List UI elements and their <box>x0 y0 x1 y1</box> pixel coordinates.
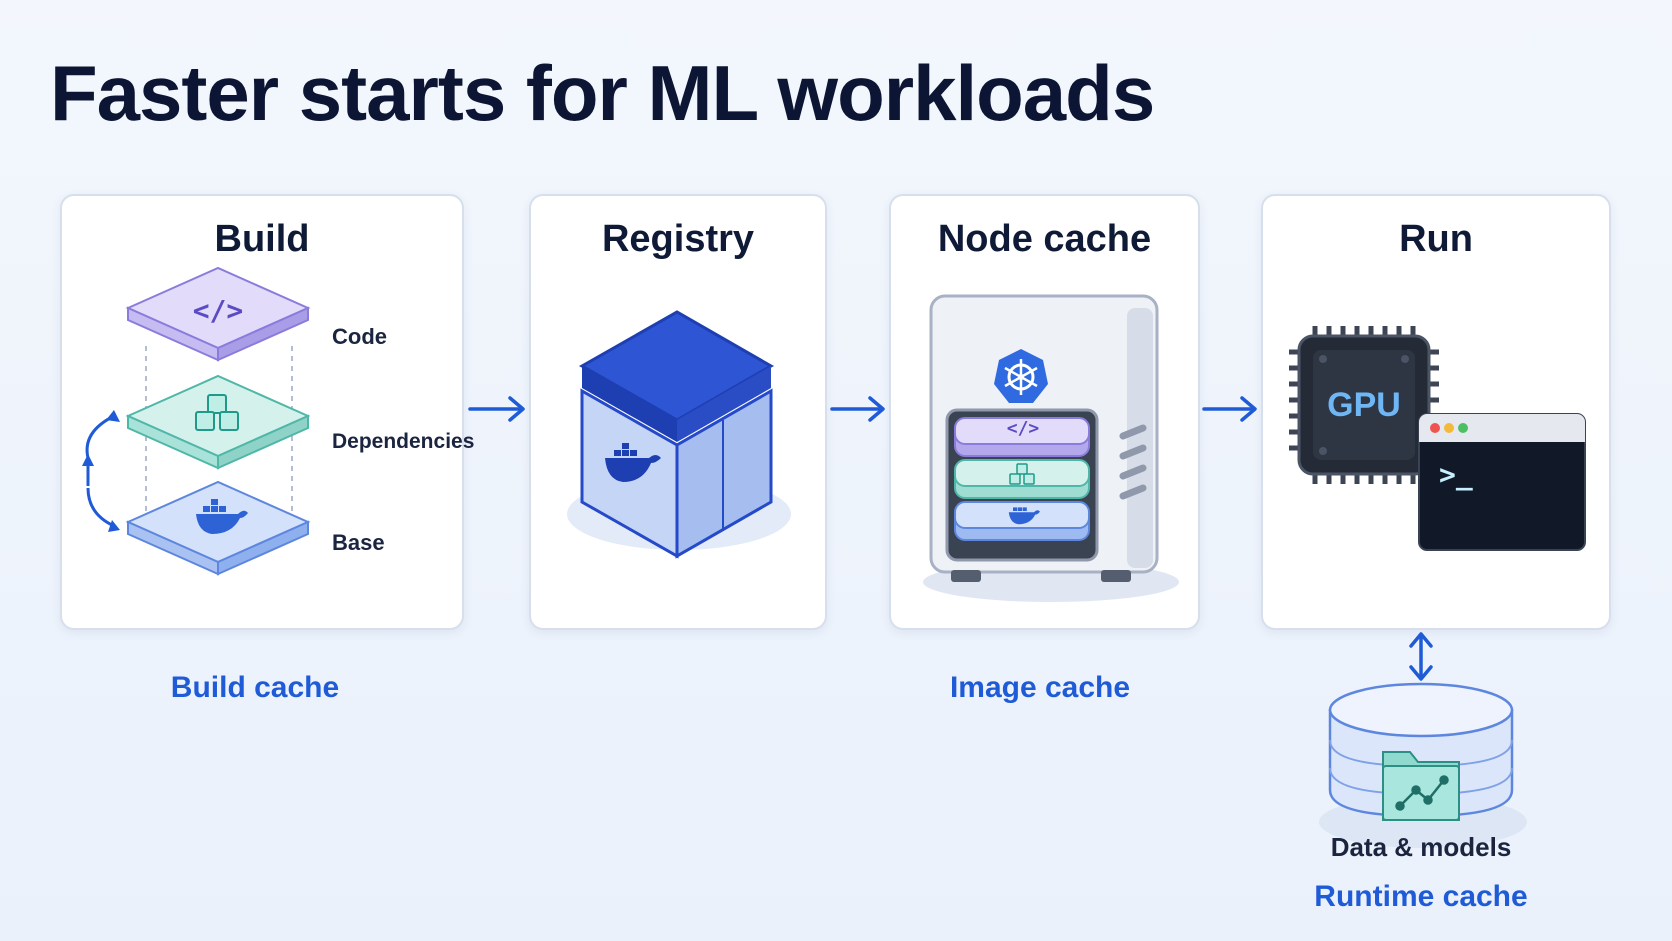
cubes-icon <box>195 394 239 431</box>
run-title: Run <box>1399 218 1473 260</box>
arrow-right-icon <box>468 396 525 422</box>
terminal-icon <box>1418 413 1586 551</box>
gpu-chip-icon <box>1289 326 1439 484</box>
layer-label-dependencies: Dependencies <box>332 430 475 453</box>
registry-title: Registry <box>601 218 755 260</box>
runtime-cache-caption: Runtime cache <box>1314 880 1528 913</box>
cached-base-layer <box>954 501 1090 541</box>
image-cache-caption: Image cache <box>949 671 1131 704</box>
docker-whale-icon <box>196 499 248 534</box>
vent-grille <box>1119 424 1147 500</box>
registry-box-icon <box>567 310 791 559</box>
registry-card: Registry <box>529 194 827 630</box>
cubes-icon <box>1009 463 1035 485</box>
code-layer <box>125 266 311 362</box>
node-cache-title: Node cache <box>937 218 1152 260</box>
cached-code-layer <box>954 417 1090 457</box>
arrow-bidirectional-icon <box>1409 632 1433 681</box>
node-cache-card: Node cache <box>889 194 1200 630</box>
dependencies-layer <box>125 374 311 470</box>
docker-whale-icon <box>605 443 661 482</box>
data-models-caption: Data & models <box>1330 832 1512 862</box>
code-icon: </> <box>192 294 244 327</box>
layer-label-base: Base <box>332 530 385 555</box>
gpu-label: GPU <box>1327 386 1401 424</box>
run-card: Run <box>1261 194 1611 630</box>
build-card: Build <box>60 194 474 630</box>
terminal-prompt: >_ <box>1439 458 1473 491</box>
folder-graph-icon <box>1382 751 1460 821</box>
node-server-icon <box>923 294 1179 602</box>
code-icon: </> <box>1006 418 1040 439</box>
arrow-right-icon <box>830 396 885 422</box>
build-title: Build <box>214 218 310 260</box>
page-title: Faster starts for ML workloads <box>50 49 1155 137</box>
docker-whale-icon <box>1008 507 1040 525</box>
base-layer <box>125 480 311 576</box>
kubernetes-helm-icon <box>994 349 1048 403</box>
arrow-right-icon <box>1202 396 1257 422</box>
run-visual <box>1289 326 1586 551</box>
layer-label-code: Code <box>332 324 387 349</box>
cycle-arrows-icon <box>82 410 120 532</box>
build-cache-caption: Build cache <box>170 671 340 704</box>
build-layer-stack <box>82 266 311 576</box>
